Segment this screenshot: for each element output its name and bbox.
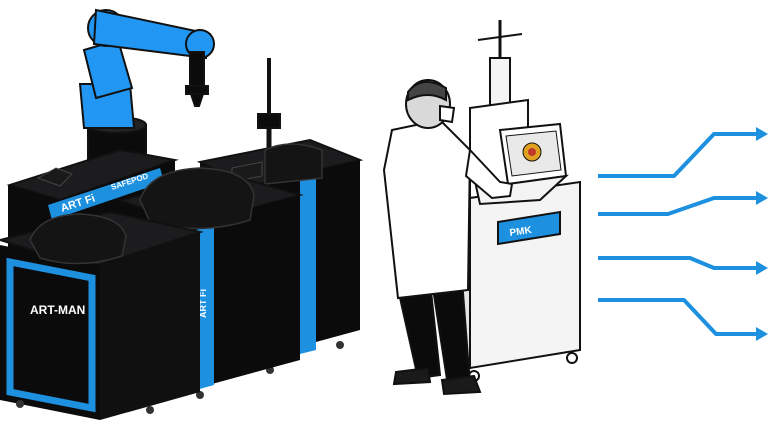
arrowhead-4: [756, 327, 768, 341]
art-man-label: ART-MAN: [30, 303, 85, 317]
middle-module: [116, 167, 304, 399]
output-arrows: [598, 132, 758, 336]
output-arrow-3: [598, 256, 758, 270]
art-fi-side-label: ART Fi: [198, 289, 208, 318]
robot-arm: [78, 8, 215, 166]
pmk-label: PMK: [509, 225, 533, 239]
output-arrow-4: [598, 298, 758, 336]
output-arrow-1: [598, 132, 758, 178]
scientist: [382, 79, 514, 396]
arrowhead-1: [756, 127, 768, 141]
arrowheads: [756, 127, 768, 341]
arrowhead-3: [756, 261, 768, 275]
pipette-post: [257, 58, 281, 160]
output-arrow-2: [598, 196, 758, 216]
arrowhead-2: [756, 191, 768, 205]
art-man-module: [0, 210, 204, 420]
